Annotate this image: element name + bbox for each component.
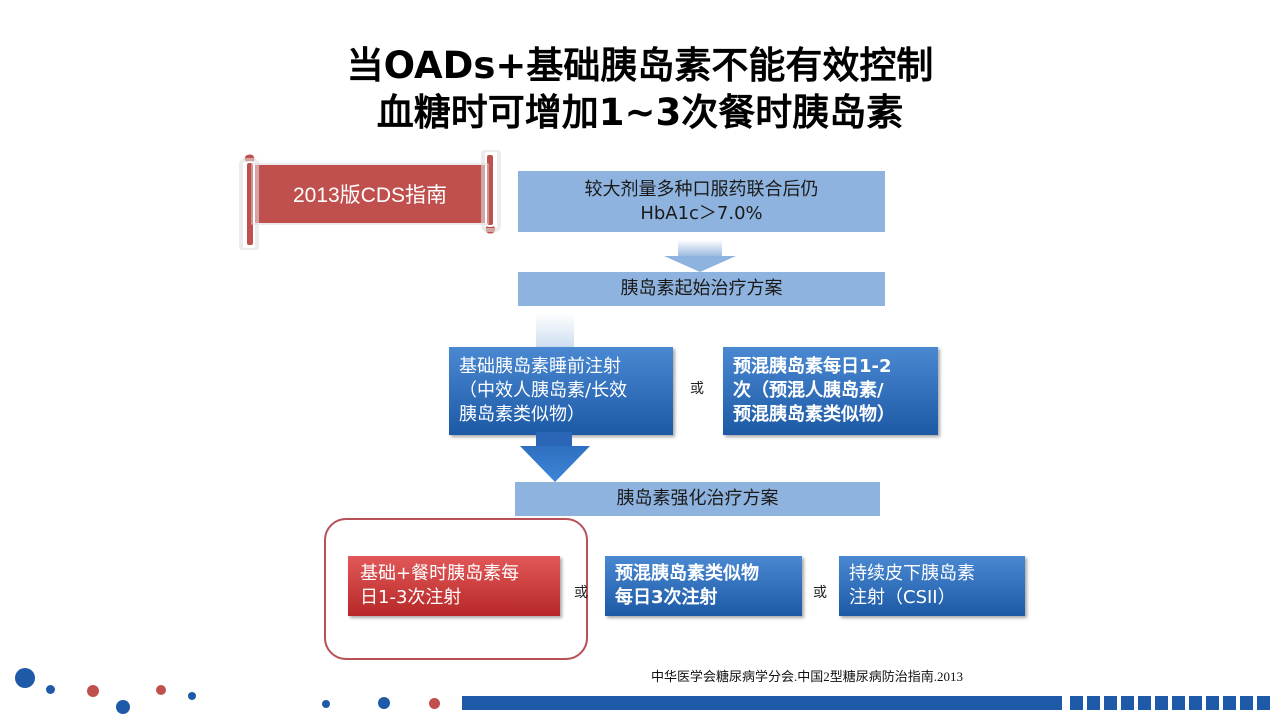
premix-intensive-line-2: 每日3次注射 (615, 587, 718, 608)
basal-bolus-line-2: 日1-3次注射 (360, 587, 462, 608)
or-label-2: 或 (574, 585, 588, 601)
vertical-connector-icon (536, 313, 574, 353)
premix-intensive-line-1: 预混胰岛素类似物 (615, 563, 759, 584)
basal-line-1: 基础胰岛素睡前注射 (459, 356, 621, 377)
decor-dot (15, 668, 35, 688)
citation-text: 中华医学会糖尿病学分会.中国2型糖尿病防治指南.2013 (651, 669, 964, 684)
condition-line-1: 较大剂量多种口服药联合后仍 (584, 178, 819, 200)
footer-bar (462, 696, 1062, 710)
intensive-therapy-box: 胰岛素强化治疗方案 (515, 482, 880, 516)
premix-start-line-2: 次（预混人胰岛素/ (733, 380, 884, 401)
or-label-1: 或 (690, 381, 704, 397)
condition-box: 较大剂量多种口服药联合后仍 HbA1c＞7.0% (518, 171, 885, 232)
basal-bolus-box: 基础+餐时胰岛素每 日1-3次注射 (348, 556, 560, 616)
insulin-initiation-label: 胰岛素起始治疗方案 (620, 278, 783, 299)
basal-line-3: 胰岛素类似物） (459, 404, 585, 425)
highlight-circle (324, 518, 588, 660)
basal-bolus-line-1: 基础+餐时胰岛素每 (360, 563, 520, 584)
title-line-2: 血糖时可增加1~3次餐时胰岛素 (376, 91, 904, 134)
decor-dot (429, 698, 440, 709)
basal-line-2: （中效人胰岛素/长效 (459, 380, 628, 401)
down-arrow-icon (664, 240, 736, 272)
csii-line-2: 注射（CSII） (849, 587, 956, 608)
decor-dot (322, 700, 330, 708)
insulin-initiation-box: 胰岛素起始治疗方案 (518, 272, 885, 306)
premix-start-line-1: 预混胰岛素每日1-2 (733, 356, 892, 377)
or-label-3: 或 (813, 585, 827, 601)
intensive-therapy-label: 胰岛素强化治疗方案 (616, 488, 779, 509)
csii-line-1: 持续皮下胰岛素 (849, 563, 975, 584)
down-arrow-icon-2 (520, 432, 590, 482)
footer-squares (1070, 696, 1274, 710)
basal-insulin-box: 基础胰岛素睡前注射 （中效人胰岛素/长效 胰岛素类似物） (449, 347, 673, 435)
decor-dot (87, 685, 99, 697)
banner-label: 2013版CDS指南 (292, 184, 448, 207)
decor-dot (116, 700, 130, 714)
csii-box: 持续皮下胰岛素 注射（CSII） (839, 556, 1025, 616)
slide-title: 当OADs+基础胰岛素不能有效控制 血糖时可增加1~3次餐时胰岛素 (0, 42, 1280, 136)
scroll-shape-icon (239, 150, 501, 250)
guideline-banner: 2013版CDS指南 (238, 150, 502, 250)
premix-start-line-3: 预混胰岛素类似物） (733, 404, 895, 425)
premix-start-box: 预混胰岛素每日1-2 次（预混人胰岛素/ 预混胰岛素类似物） (723, 347, 938, 435)
premix-intensive-box: 预混胰岛素类似物 每日3次注射 (605, 556, 802, 616)
condition-line-2: HbA1c＞7.0% (640, 202, 763, 224)
decor-dot (188, 692, 196, 700)
decor-dot (156, 685, 166, 695)
title-line-1: 当OADs+基础胰岛素不能有效控制 (346, 44, 934, 87)
decor-dot (378, 697, 390, 709)
decor-dot (46, 685, 55, 694)
